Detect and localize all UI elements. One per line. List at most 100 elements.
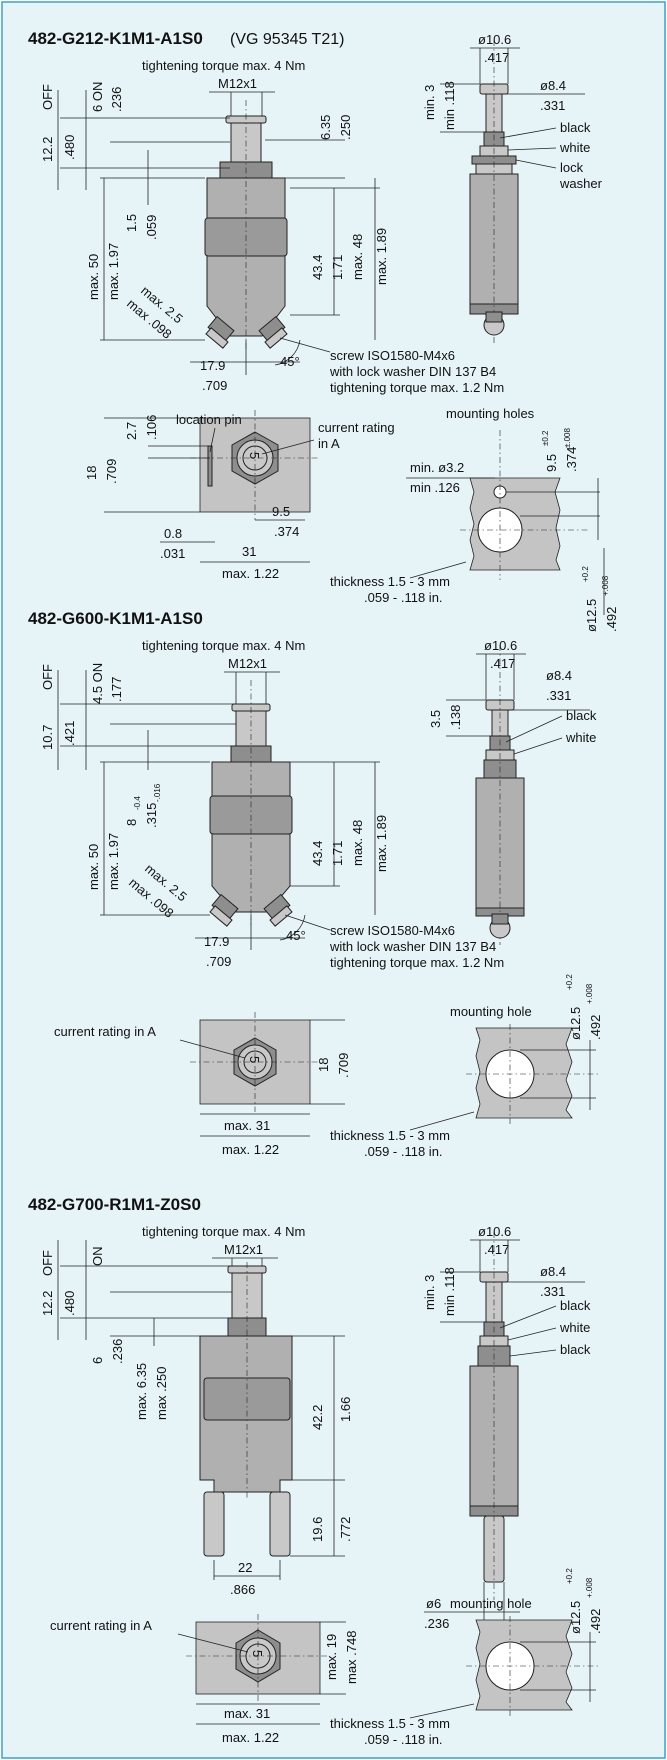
- s1-white: white: [559, 140, 590, 155]
- section-2-front-view: tightening torque max. 4 Nm M12x1 OFF 4.…: [40, 638, 504, 970]
- section-2-mounting-hole: mounting hole ø12.5 +0.2 .492 +.008 thic…: [330, 974, 603, 1159]
- s1-d18: 18: [84, 466, 99, 480]
- s3-black2: black: [560, 1342, 591, 1357]
- s2-d18: 18: [316, 1058, 331, 1072]
- s1-d12-5: ø12.5: [584, 599, 599, 632]
- s2-hex-digit: 5: [247, 1056, 262, 1063]
- s2-tol04: -0.4: [133, 796, 142, 810]
- s3-d236: .236: [110, 1339, 125, 1364]
- s3-max635: max. 6.35: [134, 1363, 149, 1420]
- s1-thick2: .059 - .118 in.: [364, 590, 443, 605]
- s2-d138: .138: [448, 705, 463, 730]
- s1-d8-4: ø8.4: [540, 78, 566, 93]
- s1-d1-5: 1.5: [124, 214, 139, 232]
- s3-phi6: ø6: [426, 1596, 441, 1611]
- s3-torque: tightening torque max. 4 Nm: [142, 1224, 305, 1239]
- s3-off: OFF: [40, 1250, 55, 1276]
- s1-hex-digit: 5: [247, 452, 262, 459]
- s2-thick2: .059 - .118 in.: [364, 1144, 443, 1159]
- s2-max122: max. 1.22: [222, 1142, 279, 1157]
- s1-off: OFF: [40, 84, 55, 110]
- s3-thread: M12x1: [224, 1242, 263, 1257]
- s2-screw2: with lock washer DIN 137 B4: [329, 939, 496, 954]
- s3-min3: min. 3: [422, 1275, 437, 1310]
- section-3-side-view: ø10.6 .417 min. 3 min .118 ø8.4 .331 bla…: [422, 1224, 591, 1631]
- s3-d772: .772: [338, 1517, 353, 1542]
- s2-on: 4.5 ON: [90, 663, 105, 704]
- s1-tol008: ±.008: [563, 427, 572, 448]
- s2-sup02: +0.2: [565, 974, 574, 990]
- s1-side-dia-in: .417: [484, 50, 509, 65]
- s3-max250: max .250: [154, 1367, 169, 1420]
- s1-d31: 31: [242, 544, 256, 559]
- s3-d236b: .236: [424, 1616, 449, 1631]
- s1-min126: min .126: [410, 480, 460, 495]
- section-1-top-view: 5 2.7 .106 18 .709 location pin current …: [84, 410, 395, 581]
- s1-max189: max. 1.89: [374, 228, 389, 285]
- s2-side-dia: ø10.6: [484, 638, 517, 653]
- s2-black: black: [566, 708, 597, 723]
- s2-d492: .492: [588, 1015, 603, 1040]
- s3-on: ON: [90, 1247, 105, 1267]
- s2-max189: max. 1.89: [374, 815, 389, 872]
- s1-torque: tightening torque max. 4 Nm: [142, 58, 305, 73]
- s3-d866: .866: [230, 1582, 255, 1597]
- s2-max31: max. 31: [224, 1118, 270, 1133]
- s1-min3: min. 3: [422, 85, 437, 120]
- s1-side-dia: ø10.6: [478, 32, 511, 47]
- s1-rating2: in A: [318, 436, 340, 451]
- s3-d492: .492: [588, 1609, 603, 1634]
- s1-d709b: .709: [104, 459, 119, 484]
- s3-d6: 6: [90, 1357, 105, 1364]
- s2-d421: .421: [62, 721, 77, 746]
- s1-pin: location pin: [176, 412, 242, 427]
- s2-d17-9: 17.9: [204, 934, 229, 949]
- s2-d43-4: 43.4: [310, 841, 325, 866]
- s3-d22: 22: [238, 1560, 252, 1575]
- s2-screw1: screw ISO1580-M4x6: [330, 923, 455, 938]
- s1-d250: .250: [338, 115, 353, 140]
- s3-d480: .480: [62, 1291, 77, 1316]
- s1-sup008: +.008: [601, 575, 610, 596]
- s2-screw3: tightening torque max. 1.2 Nm: [330, 955, 504, 970]
- s3-max748: max .748: [344, 1631, 359, 1684]
- s2-d10-7: 10.7: [40, 725, 55, 750]
- s1-d9-5: 9.5: [272, 504, 290, 519]
- s1-holes: mounting holes: [446, 406, 535, 421]
- s2-screw-right: [263, 893, 293, 927]
- section-3-front-view: tightening torque max. 4 Nm M12x1 OFF ON…: [40, 1224, 353, 1597]
- s1-d374tol: .374: [564, 447, 579, 472]
- s1-thread: M12x1: [218, 76, 257, 91]
- s1-d374: .374: [274, 524, 299, 539]
- s1-max197: max. 1.97: [106, 243, 121, 300]
- s1-d492: .492: [604, 607, 619, 632]
- s3-d331: .331: [540, 1284, 565, 1299]
- s1-d106: .106: [144, 415, 159, 440]
- s2-max197: max. 1.97: [106, 833, 121, 890]
- s1-d6-35: 6.35: [318, 115, 333, 140]
- s1-screw1: screw ISO1580-M4x6: [330, 348, 455, 363]
- s1-screw2: with lock washer DIN 137 B4: [329, 364, 496, 379]
- s1-d0-8: 0.8: [164, 526, 182, 541]
- s1-min118: min .118: [442, 81, 457, 130]
- section-2-title: 482-G600-K1M1-A1S0: [28, 609, 203, 628]
- s2-thread: M12x1: [228, 656, 267, 671]
- s3-hex-digit: 5: [250, 1650, 265, 1657]
- s2-d3-5: 3.5: [428, 710, 443, 728]
- s2-tol016: -.016: [153, 783, 162, 802]
- s1-d17-9: 17.9: [200, 358, 225, 373]
- s3-max122: max. 1.22: [222, 1730, 279, 1745]
- section-3-top-view: 5 current rating in A max. 19 max .748 m…: [50, 1614, 359, 1745]
- s3-pin-right: [269, 1491, 291, 1557]
- s1-sup02: +0.2: [581, 566, 590, 582]
- s3-rating: current rating in A: [50, 1618, 152, 1633]
- s1-thick1: thickness 1.5 - 3 mm: [330, 574, 450, 589]
- s1-d43-4: 43.4: [310, 255, 325, 280]
- s2-side-dia-in: .417: [490, 656, 515, 671]
- section-1: 482-G212-K1M1-A1S0 (VG 95345 T21) tighte…: [28, 29, 619, 632]
- s3-d12-5: ø12.5: [568, 1601, 583, 1634]
- s3-d42-2: 42.2: [310, 1405, 325, 1430]
- s2-thick1: thickness 1.5 - 3 mm: [330, 1128, 450, 1143]
- s3-min118: min .118: [442, 1267, 457, 1316]
